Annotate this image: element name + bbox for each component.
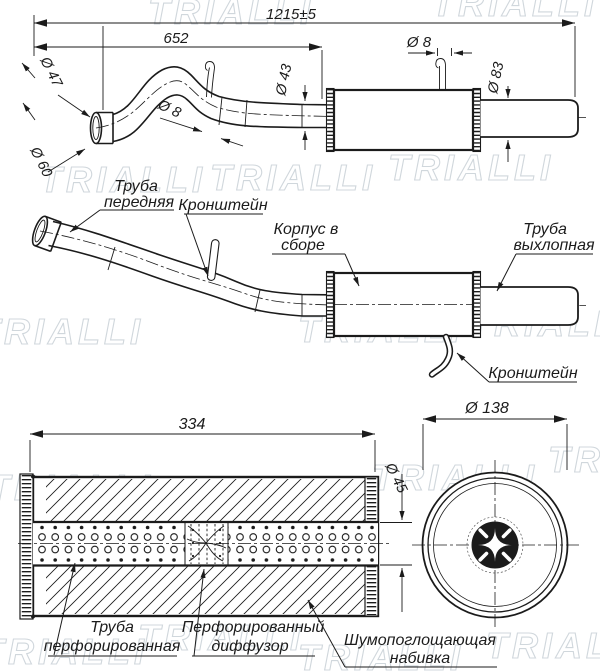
label-bracket-1: Кронштейн xyxy=(178,197,267,214)
hanger-pin-top-view xyxy=(204,61,215,98)
dim-front-pipe-length: 652 xyxy=(163,30,189,47)
svg-text:TRIALLI: TRIALLI xyxy=(210,157,376,198)
hook-bracket xyxy=(428,333,454,378)
svg-text:Ø 43: Ø 43 xyxy=(273,63,295,98)
svg-text:Ø 83: Ø 83 xyxy=(485,61,507,96)
dim-hanger-pin: Ø 8 xyxy=(154,97,244,147)
dim-body-pin: Ø 8 xyxy=(406,34,472,56)
label-perforated-pipe: Труба xyxy=(90,619,134,636)
svg-text:передняя: передняя xyxy=(104,194,175,211)
muffler-body-top-view xyxy=(325,87,579,153)
svg-text:TRIALLI: TRIALLI xyxy=(148,0,314,32)
label-body: Корпус в xyxy=(274,221,339,238)
front-pipe-top-view xyxy=(95,65,587,143)
svg-text:Ø 8: Ø 8 xyxy=(154,97,183,122)
dim-overall-length: 1215±5 xyxy=(266,6,317,23)
muffler-end-view: Ø 138 xyxy=(412,400,580,630)
hanger-pin-middle-view xyxy=(206,239,220,281)
top-view-dimensioned: 1215±5 652 Ø 8 xyxy=(21,6,587,180)
tail-pipe-middle-view xyxy=(480,286,579,326)
svg-text:TRIALLI: TRIALLI xyxy=(40,159,206,200)
tail-pipe-top-view xyxy=(480,99,579,138)
centerline-middle xyxy=(39,230,587,306)
svg-text:TRIALLI: TRIALLI xyxy=(432,0,598,24)
label-front-pipe: Труба xyxy=(114,178,158,195)
label-bracket-2: Кронштейн xyxy=(488,365,577,382)
svg-text:выхлопная: выхлопная xyxy=(513,237,595,254)
label-diffuser: Перфорированный xyxy=(182,619,325,636)
svg-text:TRIALLI: TRIALLI xyxy=(388,147,554,188)
middle-view-labeled: Труба передняя Кронштейн Корпус в сборе … xyxy=(31,178,595,383)
label-tail-pipe: Труба xyxy=(523,221,567,238)
svg-text:Ø 47: Ø 47 xyxy=(36,54,65,91)
svg-text:TRIALLI: TRIALLI xyxy=(298,637,464,672)
svg-text:TRIALLI: TRIALLI xyxy=(0,311,144,352)
centerline-top xyxy=(95,80,587,129)
svg-text:перфорированная: перфорированная xyxy=(44,638,181,655)
dim-pipe-43: Ø 43 xyxy=(273,63,308,150)
inlet-flare xyxy=(89,111,114,145)
svg-text:диффузор: диффузор xyxy=(211,638,288,655)
svg-text:TRIALLI: TRIALLI xyxy=(138,617,304,658)
svg-text:TRIALLI: TRIALLI xyxy=(0,631,148,672)
dim-inlet-outer: Ø 47 xyxy=(21,54,91,118)
diffuser-end-view xyxy=(466,516,524,574)
stuffing-hatch-bottom xyxy=(46,566,365,614)
middle-view-labels: Труба передняя Кронштейн Корпус в сборе … xyxy=(69,178,595,383)
star-aperture xyxy=(478,528,512,562)
muffler-section-view: 334 xyxy=(18,416,497,668)
dim-end-diameter: Ø 138 xyxy=(464,400,509,417)
svg-text:Ø 8: Ø 8 xyxy=(406,34,432,51)
stuffing-hatch-top xyxy=(46,479,365,522)
label-stuffing: Шумопоглощающая xyxy=(344,632,496,649)
svg-text:TRIALLI: TRIALLI xyxy=(486,625,600,666)
body-pin-top-view xyxy=(435,48,452,90)
muffler-body-middle-view xyxy=(325,270,579,339)
inlet-flare-middle xyxy=(31,215,63,253)
section-labels: Труба перфорированная Перфорированный ди… xyxy=(44,562,497,668)
svg-text:сборе: сборе xyxy=(281,237,325,254)
dim-tail-pipe: Ø 83 xyxy=(485,61,511,162)
svg-text:набивка: набивка xyxy=(390,650,451,667)
dim-section-length: 334 xyxy=(179,416,206,433)
svg-text:TRIALLI: TRIALLI xyxy=(548,439,600,480)
front-pipe-middle-view xyxy=(39,220,587,317)
